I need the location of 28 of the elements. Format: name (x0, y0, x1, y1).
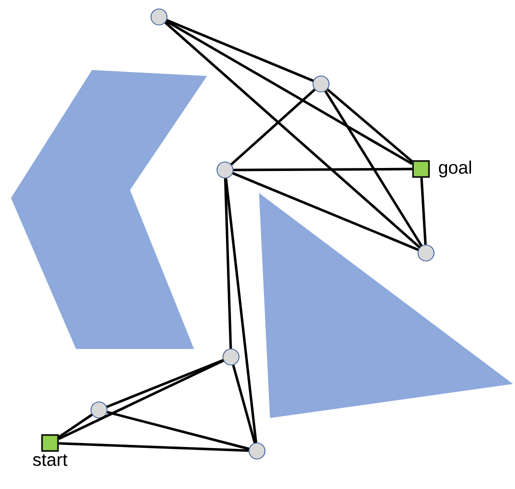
node-square (412, 160, 430, 178)
edge-line (420, 178, 427, 245)
edge-line (58, 414, 93, 438)
edge-line (106, 410, 250, 450)
edge-line (166, 20, 413, 165)
node-circle (216, 162, 234, 178)
edge-line (224, 178, 258, 443)
edge-line (324, 90, 423, 247)
edge-line (230, 88, 316, 166)
edge-line (166, 19, 314, 82)
edge-line (224, 178, 232, 349)
node-circle (418, 244, 434, 262)
node-circle (222, 348, 240, 366)
edge-line (232, 172, 419, 251)
edge-line (58, 359, 224, 440)
node-square (41, 434, 59, 452)
node-circle (312, 76, 330, 92)
node-circle (90, 402, 108, 418)
node-label: start (33, 454, 68, 466)
edge-line (232, 364, 256, 444)
edge-line (58, 442, 249, 452)
edge-line (233, 168, 412, 172)
node-label: goal (438, 160, 472, 178)
edge-line (106, 358, 224, 408)
node-circle (150, 8, 168, 26)
edge-line (326, 88, 414, 163)
node-circle (248, 442, 266, 460)
edge-line (164, 22, 421, 248)
